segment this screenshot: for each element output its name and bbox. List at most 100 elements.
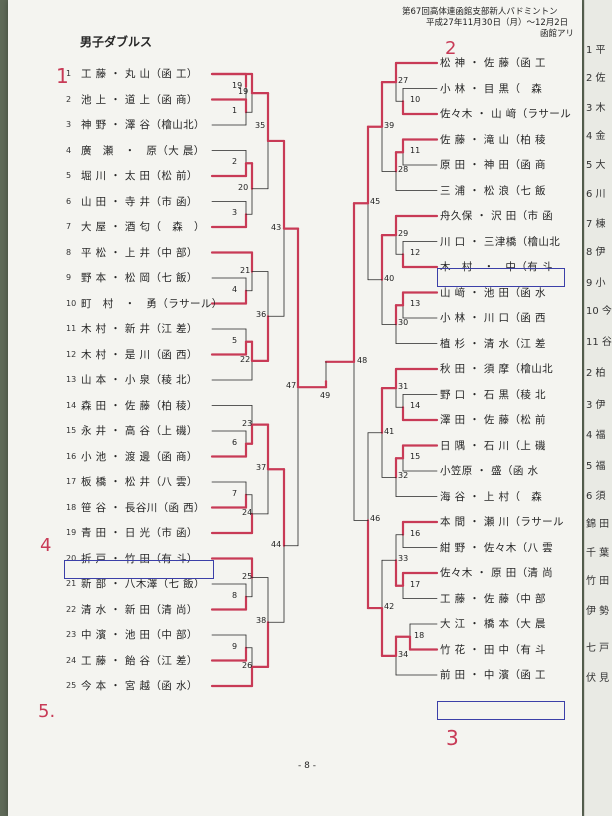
right-entry-name: 日 隅 ・ 石 川（上 磯 — [440, 439, 546, 452]
entry-number: 21 — [66, 579, 77, 588]
match-number: 2 — [232, 157, 238, 167]
highlight-box-right-entry-9 — [437, 268, 565, 287]
match-number: 22 — [240, 354, 251, 364]
entry-number: 10 — [66, 298, 77, 308]
right-entry-name: 松 神 ・ 佐 藤（函 工 — [440, 57, 546, 69]
entry-name: 板 橋 ・ 松 井（八 雲） — [81, 476, 198, 488]
right-entry-name: 海 谷 ・ 上 村（ 森 — [440, 490, 543, 503]
match-number: 18 — [414, 630, 425, 640]
entry-name: 工 藤 ・ 飴 谷（江 差） — [81, 654, 198, 667]
match-number: 25 — [242, 571, 253, 581]
right-entry-name: 佐々木 ・ 山 﨑（ラサール — [440, 108, 572, 120]
side-strip-item: 2 佐 — [586, 73, 606, 84]
side-strip-item: 5 大 — [586, 160, 606, 171]
entry-number: 11 — [66, 324, 77, 333]
entry-name: 新 部 ・ 八木澤（七 飯） — [81, 578, 205, 590]
entry-number: 20 — [66, 553, 77, 563]
entry-number: 5 — [66, 171, 72, 180]
entry-name: 折 戸 ・ 竹 田（有 斗） — [81, 552, 198, 565]
side-strip-item: 2 柏 — [586, 368, 606, 379]
highlight-box-right-entry-24 — [437, 701, 565, 720]
side-strip-item: 10 今 — [586, 306, 612, 317]
right-entry-name: 竹 花 ・ 田 中（有 斗 — [440, 643, 546, 656]
match-number: 7 — [232, 488, 238, 498]
entry-name: 池 上 ・ 道 上（函 商） — [81, 93, 198, 106]
right-entry-name: 川 口 ・ 三津橋（檜山北 — [440, 235, 561, 248]
side-strip-item: 6 須 — [586, 491, 606, 502]
match-number: 19 — [232, 80, 243, 90]
entry-number: 7 — [66, 222, 72, 231]
entry-name: 今 本 ・ 宮 越（函 水） — [81, 680, 198, 692]
match-number: 26 — [242, 660, 253, 670]
match-number: 12 — [410, 248, 421, 258]
right-entry-name: 佐 藤 ・ 滝 山（柏 稜 — [440, 133, 546, 146]
side-strip-item: 11 谷 — [586, 337, 612, 348]
entry-name: 工 藤 ・ 丸 山（函 工） — [81, 68, 198, 80]
right-entry-name: 前 田 ・ 中 濱（函 工 — [440, 669, 546, 681]
match-number: 1 — [232, 106, 238, 116]
right-entry-name: 小 林 ・ 川 口（函 西 — [440, 312, 546, 324]
entry-name: 青 田 ・ 日 光（市 函） — [81, 527, 198, 539]
side-strip-item: 七 戸 — [586, 643, 610, 654]
match-number: 9 — [232, 641, 238, 651]
event-header-title: 第67回高体連函館支部新人バドミントン — [402, 7, 558, 17]
right-entry-name: 佐々木 ・ 原 田（清 尚 — [440, 567, 554, 579]
handwritten-mark-2: 2 — [445, 38, 457, 59]
match-number: 16 — [410, 528, 421, 538]
entry-number: 17 — [66, 477, 77, 486]
match-number: 3 — [232, 208, 238, 218]
match-number: 14 — [410, 401, 421, 411]
next-page-edge — [584, 0, 612, 816]
entry-name: 野 本 ・ 松 岡（七 飯） — [81, 272, 198, 284]
match-number: 47 — [286, 381, 297, 391]
side-strip-item: 伏 見 — [586, 673, 610, 684]
entry-name: 町 村 ・ 勇（ラサール） — [81, 297, 223, 310]
match-number: 15 — [410, 452, 421, 462]
entry-name: 森 田 ・ 佐 藤（柏 稜） — [81, 399, 198, 412]
match-number: 21 — [240, 265, 251, 275]
entry-name: 山 田 ・ 寺 井（市 函） — [81, 195, 198, 208]
match-number: 44 — [271, 539, 282, 549]
entry-name: 笹 谷 ・ 長谷川（函 西） — [81, 501, 205, 514]
entry-number: 4 — [66, 145, 72, 155]
match-number: 40 — [384, 273, 395, 283]
entry-number: 14 — [66, 400, 77, 410]
match-number: 33 — [398, 554, 409, 564]
side-strip-item: 伊 勢 — [586, 606, 610, 617]
match-number: 10 — [410, 95, 421, 105]
right-entry-name: 秋 田 ・ 須 摩（檜山北 — [440, 363, 554, 375]
right-entry-name: 小 林 ・ 目 黒（ 森 — [440, 82, 543, 95]
handwritten-mark-5: 5. — [38, 701, 56, 722]
entry-number: 25 — [66, 681, 77, 690]
match-number: 28 — [398, 165, 409, 175]
entry-number: 13 — [66, 375, 77, 384]
match-number: 39 — [384, 120, 395, 130]
entry-number: 18 — [66, 502, 77, 512]
entry-name: 永 井 ・ 高 谷（上 磯） — [81, 425, 198, 437]
match-number: 45 — [370, 197, 381, 207]
match-number: 29 — [398, 229, 409, 239]
side-strip-item: 6 川 — [586, 189, 606, 200]
highlight-box-entry-20 — [64, 560, 214, 579]
entry-name: 大 屋 ・ 酒 匂（ 森 ） — [81, 221, 205, 233]
entry-number: 12 — [66, 349, 77, 359]
event-header-dates: 平成27年11月30日（月）～12月2日 — [426, 18, 569, 28]
side-strip-item: 7 棟 — [586, 219, 606, 230]
entry-number: 1 — [66, 69, 72, 78]
entry-name: 神 野 ・ 澤 谷（檜山北） — [81, 119, 205, 131]
right-entry-name: 野 口 ・ 石 黒（稜 北 — [440, 388, 546, 401]
match-number: 48 — [357, 355, 368, 365]
match-number: 31 — [398, 382, 409, 392]
right-entry-name: 工 藤 ・ 佐 藤（中 部 — [440, 592, 546, 605]
side-strip-item: 3 木 — [586, 103, 606, 114]
entry-name: 山 本 ・ 小 泉（稜 北） — [81, 374, 198, 386]
entry-name: 平 松 ・ 上 井（中 部） — [81, 246, 198, 259]
page-title: 男子ダブルス — [80, 35, 153, 49]
match-number: 35 — [255, 120, 266, 130]
entry-name: 木 村 ・ 是 川（函 西） — [81, 348, 198, 361]
match-number: 20 — [238, 182, 249, 192]
side-strip-item: 8 伊 — [586, 247, 606, 258]
match-number: 24 — [242, 507, 253, 517]
right-entry-name: 原 田 ・ 神 田（函 商 — [440, 159, 546, 171]
